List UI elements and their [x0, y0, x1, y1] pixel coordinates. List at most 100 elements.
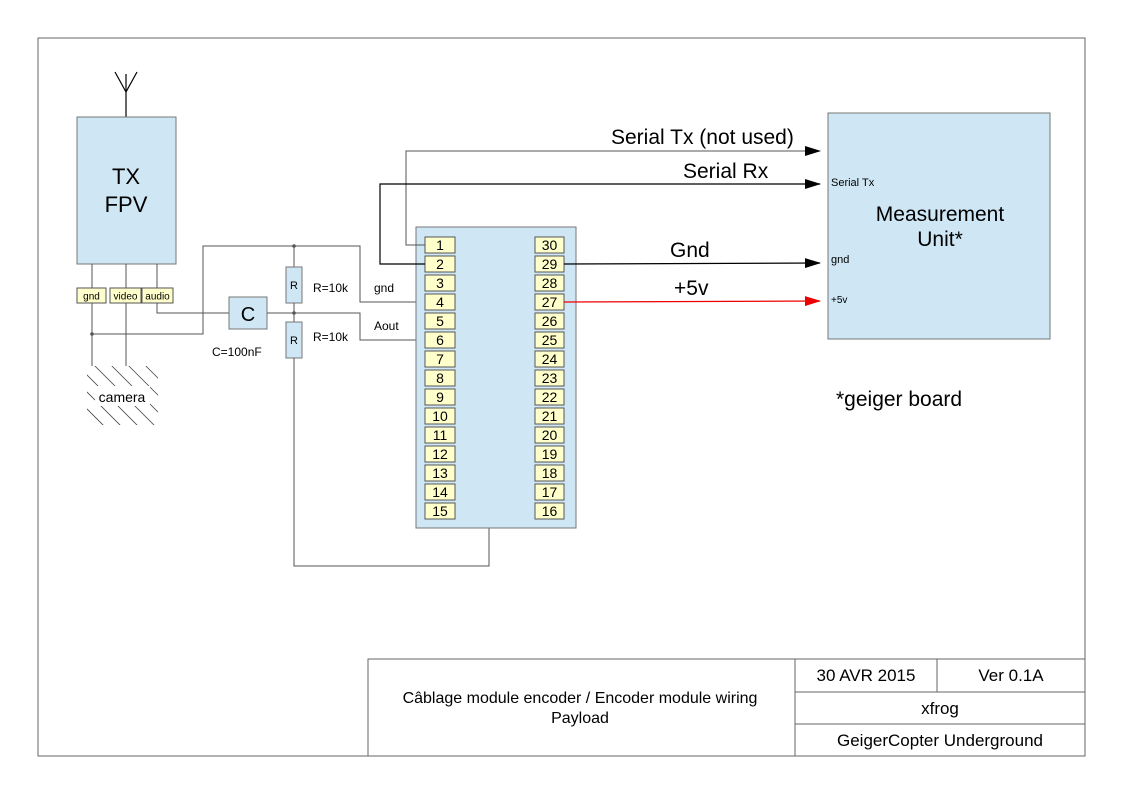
encoder-pin-19: 19 [534, 445, 565, 463]
tx-fpv-block: TX FPV [76, 116, 177, 265]
encoder-pin-28: 28 [534, 274, 565, 292]
resistor-2-value: R=10k [313, 330, 349, 344]
encoder-pin-label: 5 [436, 313, 444, 329]
encoder-pin-13: 13 [424, 464, 456, 482]
encoder-pin-label: 3 [436, 275, 444, 291]
encoder-pin-label: 17 [542, 484, 558, 500]
encoder-pin-label: 24 [542, 351, 558, 367]
measurement-unit-title-line1: Measurement [876, 203, 1005, 226]
encoder-pin-29: 29 [534, 255, 565, 273]
encoder-pin-label: 8 [436, 370, 444, 386]
measurement-unit-block: Measurement Unit* Serial Tx gnd +5v [827, 112, 1051, 340]
encoder-pin-7: 7 [424, 350, 456, 368]
encoder-pin-label: 6 [436, 332, 444, 348]
gnd-rail-wire [92, 245, 294, 335]
encoder-pin-15: 15 [424, 502, 456, 520]
encoder-pin-11: 11 [424, 426, 456, 444]
encoder-pin-label: 9 [436, 389, 444, 405]
serial-tx-label: Serial Tx (not used) [611, 126, 794, 149]
tx-port-audio: audio [141, 287, 174, 304]
encoder-pin-label: 18 [542, 465, 558, 481]
encoder-pin-label: 21 [542, 408, 558, 424]
gnd-signal-label: gnd [374, 281, 394, 295]
tx-port-gnd: gnd [76, 287, 107, 304]
encoder-pin-10: 10 [424, 407, 456, 425]
encoder-pin-12: 12 [424, 445, 456, 463]
encoder-pin-label: 11 [433, 427, 448, 443]
encoder-pin-22: 22 [534, 388, 565, 406]
encoder-pin-label: 16 [542, 503, 558, 519]
encoder-pin-6: 6 [424, 331, 456, 349]
resistor-2-symbol: R [290, 335, 298, 347]
encoder-pin-4: 4 [424, 293, 456, 311]
encoder-pin-2: 2 [424, 255, 456, 273]
measurement-unit-title-line2: Unit* [917, 228, 963, 251]
capacitor-symbol: C [241, 304, 255, 326]
title-description-line2: Payload [551, 710, 609, 727]
encoder-pin-label: 27 [542, 294, 558, 310]
serial-tx-wire [405, 146, 821, 246]
title-version: Ver 0.1A [978, 666, 1044, 685]
capacitor-value: C=100nF [212, 345, 262, 359]
encoder-pin-9: 9 [424, 388, 456, 406]
title-project: GeigerCopter Underground [837, 731, 1043, 750]
encoder-pin-label: 7 [436, 351, 444, 367]
encoder-pin-1: 1 [424, 236, 456, 254]
encoder-pin-14: 14 [424, 483, 456, 501]
camera-label: camera [99, 389, 146, 405]
aout-signal-label: Aout [374, 319, 399, 333]
encoder-pin-26: 26 [534, 312, 565, 330]
encoder-pin-label: 15 [432, 503, 448, 519]
title-author: xfrog [921, 699, 959, 718]
encoder-pin-label: 12 [432, 446, 448, 462]
encoder-pin-label: 23 [542, 370, 558, 386]
resistor-1-value: R=10k [313, 281, 349, 295]
encoder-pin-label: 19 [542, 446, 558, 462]
encoder-pin-25: 25 [534, 331, 565, 349]
tx-fpv-line1: TX [112, 164, 140, 189]
encoder-pin-label: 29 [542, 256, 558, 272]
title-block: Câblage module encoder / Encoder module … [367, 658, 1086, 757]
encoder-pin-27: 27 [534, 293, 565, 311]
encoder-pin-label: 14 [432, 484, 448, 500]
capacitor: C [228, 296, 268, 330]
tx-port-video: video [109, 287, 142, 304]
tx-port-video-label: video [114, 292, 138, 303]
tx-fpv-line2: FPV [105, 192, 148, 217]
encoder-pin-30: 30 [534, 236, 565, 254]
encoder-pin-20: 20 [534, 426, 565, 444]
gnd-to-pin4-wire [294, 245, 425, 303]
measurement-port-5v: +5v [831, 295, 847, 306]
plus5v-label: +5v [674, 277, 709, 300]
encoder-pin-8: 8 [424, 369, 456, 387]
title-description-line1: Câblage module encoder / Encoder module … [403, 690, 758, 707]
encoder-pin-label: 1 [436, 237, 444, 253]
antenna-icon [114, 71, 138, 117]
encoder-pin-label: 22 [542, 389, 558, 405]
measurement-port-gnd: gnd [831, 254, 849, 266]
resistor-1: R [285, 266, 303, 304]
aout-to-pin6-wire [294, 312, 425, 341]
tx-port-gnd-label: gnd [83, 292, 100, 303]
gnd-label: Gnd [670, 239, 710, 262]
encoder-pin-24: 24 [534, 350, 565, 368]
resistor-2: R [285, 321, 303, 359]
encoder-pin-label: 26 [542, 313, 558, 329]
encoder-pin-label: 10 [432, 408, 448, 424]
encoder-pin-23: 23 [534, 369, 565, 387]
resistor-1-symbol: R [290, 280, 298, 292]
tx-port-audio-label: audio [145, 292, 170, 303]
encoder-pin-21: 21 [534, 407, 565, 425]
encoder-pin-16: 16 [534, 502, 565, 520]
encoder-pin-label: 28 [542, 275, 558, 291]
title-date: 30 AVR 2015 [817, 666, 916, 685]
serial-rx-label: Serial Rx [683, 160, 769, 183]
encoder-pin-label: 2 [436, 256, 444, 272]
plus5v-wire [563, 296, 821, 307]
audio-to-capacitor-wire [156, 303, 229, 314]
encoder-pin-3: 3 [424, 274, 456, 292]
encoder-pin-5: 5 [424, 312, 456, 330]
encoder-pin-label: 4 [436, 294, 444, 310]
